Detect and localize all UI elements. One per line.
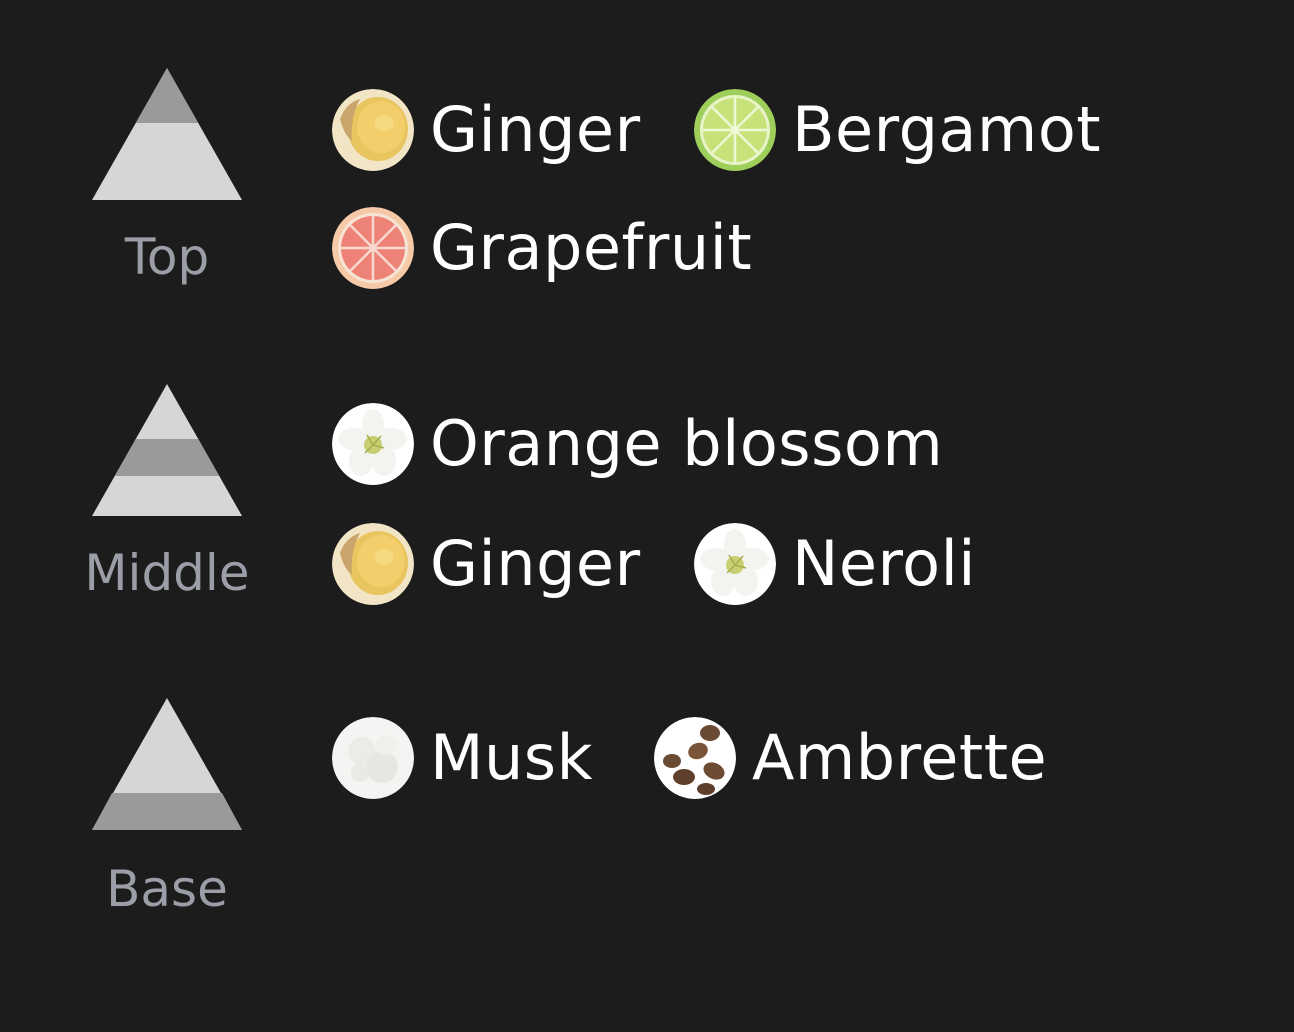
musk-icon — [332, 717, 414, 799]
note-label: Ginger — [430, 93, 641, 166]
neroli-icon — [694, 523, 776, 605]
pyramid-top-icon — [92, 68, 242, 200]
bergamot-icon — [694, 89, 776, 171]
note-item-ginger[interactable]: Ginger — [332, 88, 641, 172]
ginger-icon — [332, 89, 414, 171]
note-item-ginger[interactable]: Ginger — [332, 522, 641, 606]
note-item-orange-blossom[interactable]: Orange blossom — [332, 402, 943, 486]
note-label: Bergamot — [792, 93, 1102, 166]
note-label: Neroli — [792, 527, 977, 600]
tier-label-top: Top — [124, 228, 210, 286]
tier-top: Top Ginger — [0, 0, 1294, 316]
note-item-musk[interactable]: Musk — [332, 716, 593, 800]
grapefruit-icon — [332, 207, 414, 289]
tier-base: Base Musk Ambrette — [0, 632, 1294, 948]
note-label: Orange blossom — [430, 407, 944, 480]
tier-label-middle: Middle — [84, 544, 250, 602]
orange-blossom-icon — [332, 403, 414, 485]
note-label: Ginger — [430, 527, 641, 600]
pyramid-middle-icon — [92, 384, 242, 516]
ambrette-icon — [654, 717, 736, 799]
note-item-ambrette[interactable]: Ambrette — [654, 716, 1047, 800]
note-label: Ambrette — [752, 721, 1048, 794]
ginger-icon — [332, 523, 414, 605]
note-label: Grapefruit — [430, 211, 753, 284]
tier-label-base: Base — [106, 860, 228, 918]
note-item-bergamot[interactable]: Bergamot — [694, 88, 1101, 172]
tier-middle: Middle Orange b — [0, 316, 1294, 632]
pyramid-base-icon — [92, 698, 242, 830]
note-item-neroli[interactable]: Neroli — [694, 522, 976, 606]
note-item-grapefruit[interactable]: Grapefruit — [332, 206, 752, 290]
note-label: Musk — [430, 721, 593, 794]
